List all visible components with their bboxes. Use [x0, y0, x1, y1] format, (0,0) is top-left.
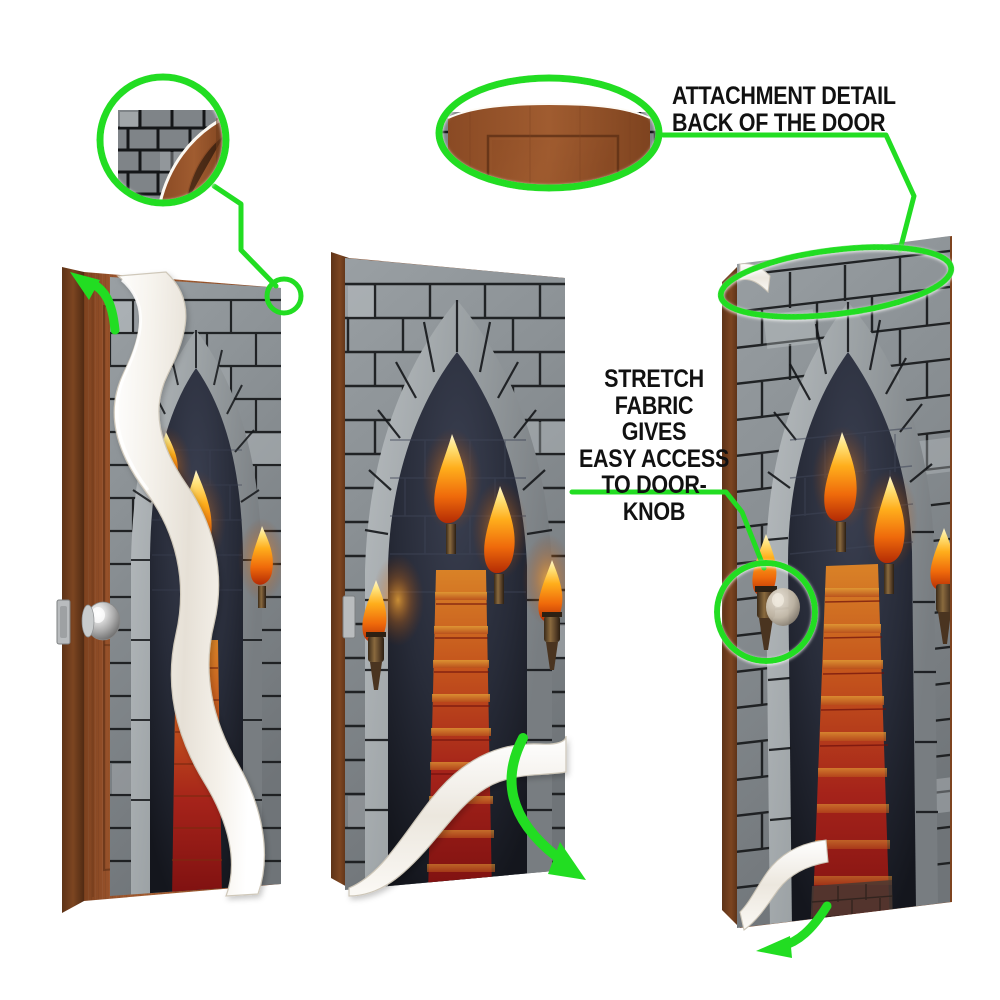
zoom-bubble-door-corner	[96, 73, 230, 207]
highlight-ring-door-knob	[714, 560, 818, 664]
wall-torch-right-door-right	[930, 528, 950, 644]
door-right-knob-bulge	[766, 588, 800, 626]
arrow-fabric-over-top	[70, 272, 120, 335]
torch-flames-middle	[372, 428, 565, 646]
door-left-hardware	[56, 599, 121, 645]
wall-torch-right	[538, 560, 563, 670]
zoom-bubble-door-back	[435, 74, 663, 192]
target-ring-door1-corner	[264, 276, 304, 316]
door-middle-artwork	[345, 258, 565, 890]
zoom-bubble-door-back-ring	[435, 74, 663, 192]
wall-torch-left	[362, 580, 387, 690]
fabric-highlight-left	[115, 278, 150, 491]
door-left-edge	[62, 267, 84, 913]
zoom-bubble-door-corner-ring	[96, 73, 230, 207]
hinge-inner	[60, 606, 67, 638]
connector-attachment-right	[660, 132, 917, 253]
arrow-fabric-under-bottom	[506, 733, 586, 880]
door-middle-edge	[331, 252, 349, 888]
door-knob-bulge-highlight	[772, 593, 784, 607]
arrow-head-bottom-right	[756, 936, 792, 958]
arrow-fabric-under-bottom-2	[756, 901, 832, 958]
door-knob-highlight	[91, 607, 105, 623]
callout-attachment-detail: ATTACHMENT DETAIL BACK OF THE DOOR	[672, 82, 896, 137]
torch-flames-right	[812, 426, 918, 594]
arrow-head-bottom-middle	[548, 842, 586, 880]
highlight-ring-door-top	[717, 244, 955, 320]
connector-attachment-left	[211, 183, 304, 316]
door-left	[56, 267, 281, 913]
arrow-head-top-left	[70, 272, 100, 300]
door-knob-base	[81, 604, 95, 638]
door-right-artwork	[737, 236, 950, 928]
callout-stretch-fabric: STRETCH FABRIC GIVES EASY ACCESS TO DOOR…	[578, 365, 730, 526]
stretch-fabric-bottom-right	[739, 839, 829, 931]
connector-stretch-knob	[569, 489, 767, 571]
hinge-plate-middle	[342, 595, 356, 639]
door-right-edge	[722, 264, 740, 928]
door-middle	[331, 252, 567, 897]
door-right	[722, 236, 952, 931]
stretch-fabric-peel-left	[113, 271, 265, 897]
